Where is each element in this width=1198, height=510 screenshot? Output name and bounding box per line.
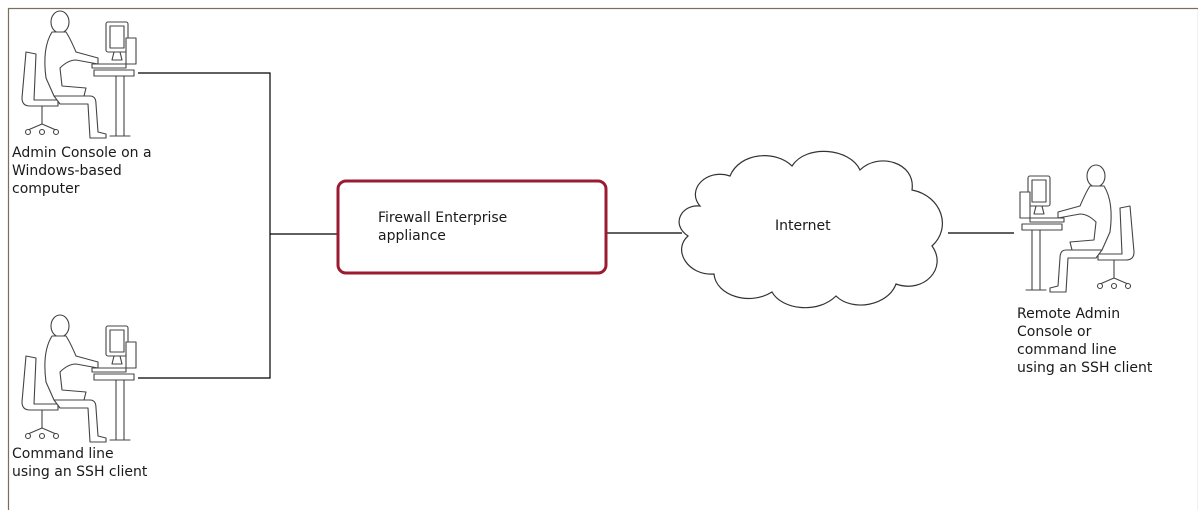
diagram-frame <box>7 7 1198 510</box>
remote-admin-label-line: using an SSH client <box>1017 360 1153 376</box>
ssh-client-label-line: using an SSH client <box>12 464 148 480</box>
remote-admin-label-line: Remote Admin <box>1017 306 1121 322</box>
remote-admin-label-line: command line <box>1017 342 1117 358</box>
ssh-client-label-line: Command line <box>12 446 114 462</box>
ssh-client-label: Command line using an SSH client <box>12 445 147 481</box>
ssh-client-person-icon <box>21 314 137 443</box>
admin-console-label: Admin Console on a Windows-based compute… <box>12 144 152 198</box>
admin-console-label-line: Windows-based <box>12 163 122 179</box>
admin-console-person-icon <box>21 10 137 139</box>
remote-admin-label-line: Console or <box>1017 324 1092 340</box>
firewall-appliance-label: Firewall Enterprise appliance <box>378 209 507 245</box>
cloud-icon <box>678 150 943 309</box>
admin-console-label-line: Admin Console on a <box>12 145 152 161</box>
admin-console-label-line: computer <box>12 181 80 197</box>
connection-lines <box>138 72 1014 379</box>
remote-admin-label: Remote Admin Console or command line usi… <box>1017 305 1152 377</box>
firewall-label-line: appliance <box>378 228 446 244</box>
firewall-label-line: Firewall Enterprise <box>378 210 508 226</box>
internet-label: Internet <box>775 218 831 234</box>
remote-admin-person-icon <box>1019 164 1135 293</box>
firewall-appliance-box <box>336 179 608 275</box>
